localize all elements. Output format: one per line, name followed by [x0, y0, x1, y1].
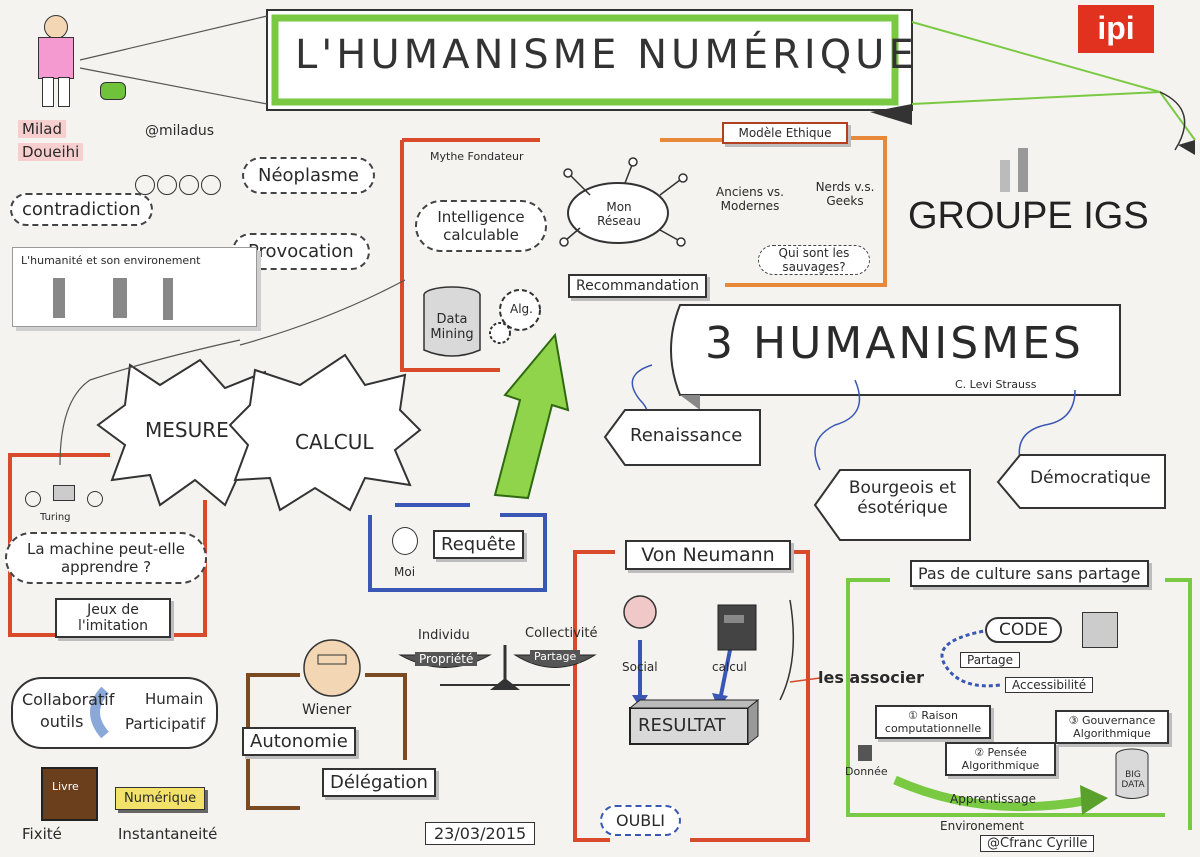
mythe-heading: Mythe Fondateur	[430, 150, 524, 163]
collectivite-label: Collectivité	[525, 626, 598, 641]
von-neumann-heading: Von Neumann	[625, 540, 791, 570]
turing-question: La machine peut-elle apprendre ?	[5, 532, 207, 584]
people-heads-icon	[135, 175, 225, 235]
numerique-label: Numérique	[115, 787, 206, 810]
donnee-label: Donnée	[845, 765, 888, 778]
date-label: 23/03/2015	[425, 822, 536, 845]
oubli-label: OUBLI	[600, 805, 681, 836]
sauvages-label: Qui sont les sauvages?	[758, 245, 870, 275]
social-label: Social	[622, 660, 658, 674]
person-first-name: Milad	[18, 120, 66, 138]
humanismes-author: C. Levi Strauss	[955, 378, 1037, 391]
apprentissage-label: Apprentissage	[950, 792, 1036, 806]
pensee-label: ② Pensée Algorithmique	[945, 742, 1056, 776]
moi-label: Moi	[394, 565, 416, 579]
autonomie-label: Autonomie	[242, 727, 356, 756]
partage-culture-label: Partage	[960, 652, 1021, 668]
humanisme-renaissance: Renaissance	[630, 425, 743, 446]
recommandation-label: Recommandation	[568, 274, 707, 298]
gouvernance-label: ③ Gouvernance Algorithmique	[1055, 710, 1169, 744]
requete-label: Requête	[433, 530, 524, 559]
collaboratif-label: Collaboratif	[22, 690, 115, 709]
nerds-label: Nerds v.s. Geeks	[815, 180, 875, 208]
jeux-imitation: Jeux de l'imitation	[55, 598, 171, 638]
raison-label: ① Raison computationnelle	[875, 705, 991, 739]
calcul-label: CALCUL	[295, 430, 374, 454]
instant-label: Instantaneité	[118, 825, 218, 843]
person-figure	[30, 15, 80, 110]
environement-label: Environement	[940, 819, 1025, 833]
ethique-heading: Modèle Ethique	[722, 122, 848, 144]
groupe-igs-label: GROUPE IGS	[908, 195, 1149, 237]
participatif-label: Participatif	[125, 715, 206, 733]
outils-label: outils	[40, 712, 84, 731]
neoplasme-label: Néoplasme	[242, 157, 375, 194]
igs-figures-icon	[1000, 148, 1035, 193]
data-mining-label: Data Mining	[430, 312, 474, 342]
person-handle: @miladus	[145, 123, 215, 139]
turing-name: Turing	[40, 512, 71, 523]
delegation-label: Délégation	[322, 768, 436, 797]
big-data-label: BIG DATA	[1121, 770, 1145, 790]
ipi-logo: ipi	[1078, 5, 1154, 53]
alg-label: Alg.	[510, 302, 533, 316]
fixite-label: Fixité	[22, 825, 62, 843]
mesure-label: MESURE	[145, 418, 229, 442]
individu-label: Individu	[418, 628, 470, 643]
robot-vacuum-icon	[100, 82, 126, 100]
humanismes-heading: 3 HUMANISMES	[705, 318, 1084, 369]
propriete-label: Propriété	[415, 652, 478, 666]
humanite-label: L'humanité et son environement	[21, 254, 201, 267]
turing-machine-icon	[25, 485, 105, 507]
partage-balance-label: Partage	[530, 650, 581, 663]
moi-figure	[392, 527, 418, 555]
humanisme-democratique: Démocratique	[1030, 468, 1151, 488]
intelligence-bubble: Intelligence calculable	[415, 200, 547, 252]
livre-label: Livre	[52, 780, 79, 793]
calcul-vn-label: calcul	[712, 660, 747, 674]
person-last-name: Doueihi	[18, 143, 84, 161]
resultat-label: RESULTAT	[638, 715, 726, 736]
associer-label: les associer	[818, 668, 924, 687]
anciens-label: Anciens vs. Modernes	[716, 185, 784, 213]
code-label: CODE	[985, 617, 1063, 643]
contradiction-label: contradiction	[10, 193, 153, 226]
accessibilite-label: Accessibilité	[1005, 677, 1094, 693]
credit-label: @Cfranc Cyrille	[980, 835, 1095, 852]
people-icon	[1082, 612, 1118, 648]
humain-label: Humain	[145, 690, 204, 708]
humanite-panel: L'humanité et son environement	[12, 247, 257, 327]
wiener-name: Wiener	[302, 702, 352, 718]
page-title: L'HUMANISME NUMÉRIQUE	[295, 32, 918, 78]
humanisme-bourgeois: Bourgeois et ésotérique	[848, 478, 957, 518]
reseau-label: Mon Réseau	[597, 200, 641, 228]
culture-heading: Pas de culture sans partage	[910, 560, 1149, 587]
